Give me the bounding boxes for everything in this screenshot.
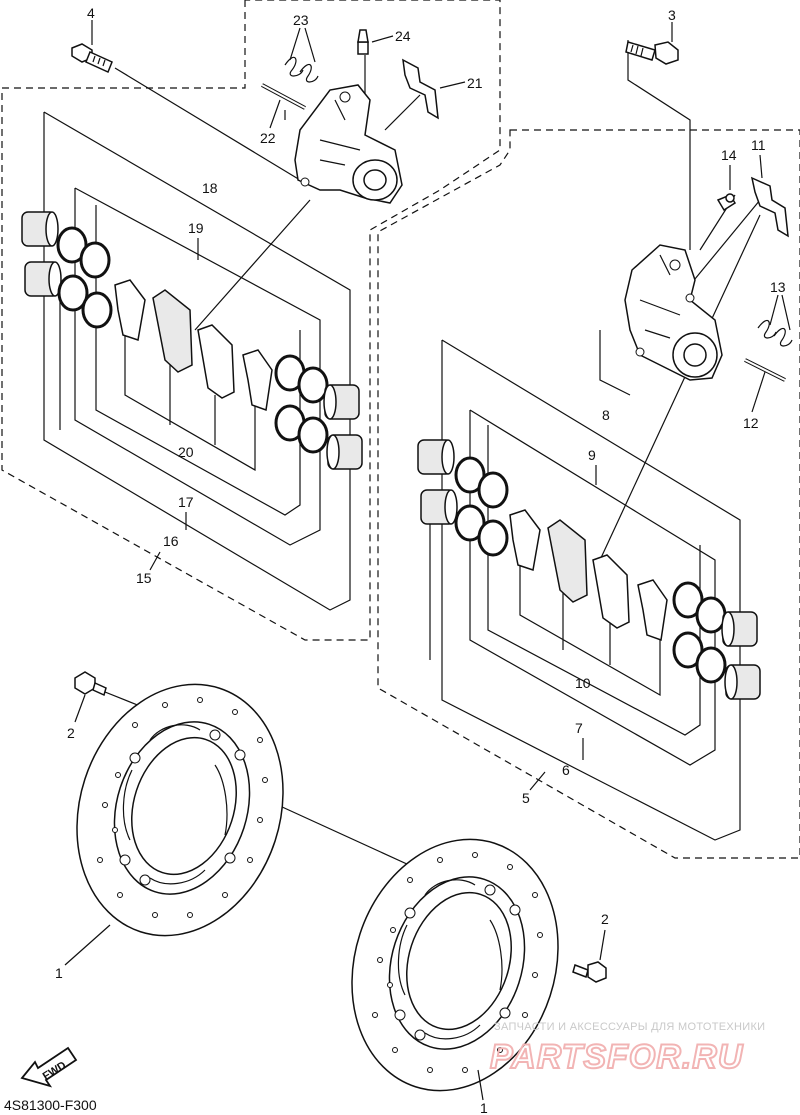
callout-4: 4 <box>87 5 95 21</box>
callout-19: 19 <box>188 220 204 236</box>
left-caliper-bracket-lines <box>43 111 351 611</box>
callout-13: 13 <box>770 279 786 295</box>
callout-2-left: 2 <box>67 725 75 741</box>
callout-9: 9 <box>588 447 596 463</box>
callout-17: 17 <box>178 494 194 510</box>
callout-12: 12 <box>743 415 759 431</box>
right-pad-pin <box>744 358 786 382</box>
callout-21: 21 <box>467 75 483 91</box>
callout-18: 18 <box>202 180 218 196</box>
right-brake-disc <box>351 838 559 1092</box>
left-bleeder-screw <box>357 29 369 55</box>
callout-14: 14 <box>721 147 737 163</box>
right-pistons-and-seals <box>417 439 761 700</box>
forward-direction-arrow-icon: FWD <box>20 1046 78 1088</box>
right-pad-spring <box>750 176 789 238</box>
left-pad-clips <box>284 56 319 83</box>
left-brake-pads <box>114 279 273 412</box>
callout-23: 23 <box>293 12 309 28</box>
callout-ticks <box>64 20 791 1101</box>
left-disc-bolt <box>74 671 107 697</box>
callout-8: 8 <box>602 407 610 423</box>
callout-1-right: 1 <box>480 1100 488 1115</box>
callout-labels: 1 1 2 2 3 4 5 6 7 8 9 10 11 12 13 14 15 … <box>55 5 786 1115</box>
callout-6: 6 <box>562 762 570 778</box>
callout-24: 24 <box>395 28 411 44</box>
left-pistons-and-seals <box>21 211 363 470</box>
callout-3: 3 <box>668 7 676 23</box>
callout-1-left: 1 <box>55 965 63 981</box>
callout-22: 22 <box>260 130 276 146</box>
callout-10: 10 <box>575 675 591 691</box>
left-mount-bolt <box>71 43 113 74</box>
callout-7: 7 <box>575 720 583 736</box>
right-caliper-assembly-outline <box>377 129 800 859</box>
watermark: ЗАПЧАСТИ И АКСЕССУАРЫ ДЛЯ МОТОТЕХНИКИ PA… <box>489 1021 765 1077</box>
right-bleeder-screw <box>716 193 737 212</box>
callout-2-right: 2 <box>601 911 609 927</box>
right-brake-pads <box>509 509 668 642</box>
callout-16: 16 <box>163 533 179 549</box>
right-pad-clips <box>757 319 793 347</box>
right-caliper-body <box>624 244 723 381</box>
left-pad-spring <box>402 58 439 120</box>
right-mount-bolt <box>625 41 679 65</box>
callout-5: 5 <box>522 790 530 806</box>
callout-20: 20 <box>178 444 194 460</box>
callout-15: 15 <box>136 570 152 586</box>
right-disc-bolt <box>572 961 607 983</box>
diagram-code: 4S81300-F300 <box>4 1097 97 1113</box>
watermark-brand: PARTSFOR.RU <box>490 1038 744 1076</box>
label-bracket-ticks <box>185 238 597 760</box>
left-brake-disc <box>76 683 284 937</box>
watermark-tagline: ЗАПЧАСТИ И АКСЕССУАРЫ ДЛЯ МОТОТЕХНИКИ <box>494 1021 765 1033</box>
left-pad-pin <box>261 83 306 110</box>
left-caliper-body <box>294 84 403 204</box>
callout-11: 11 <box>751 137 766 153</box>
